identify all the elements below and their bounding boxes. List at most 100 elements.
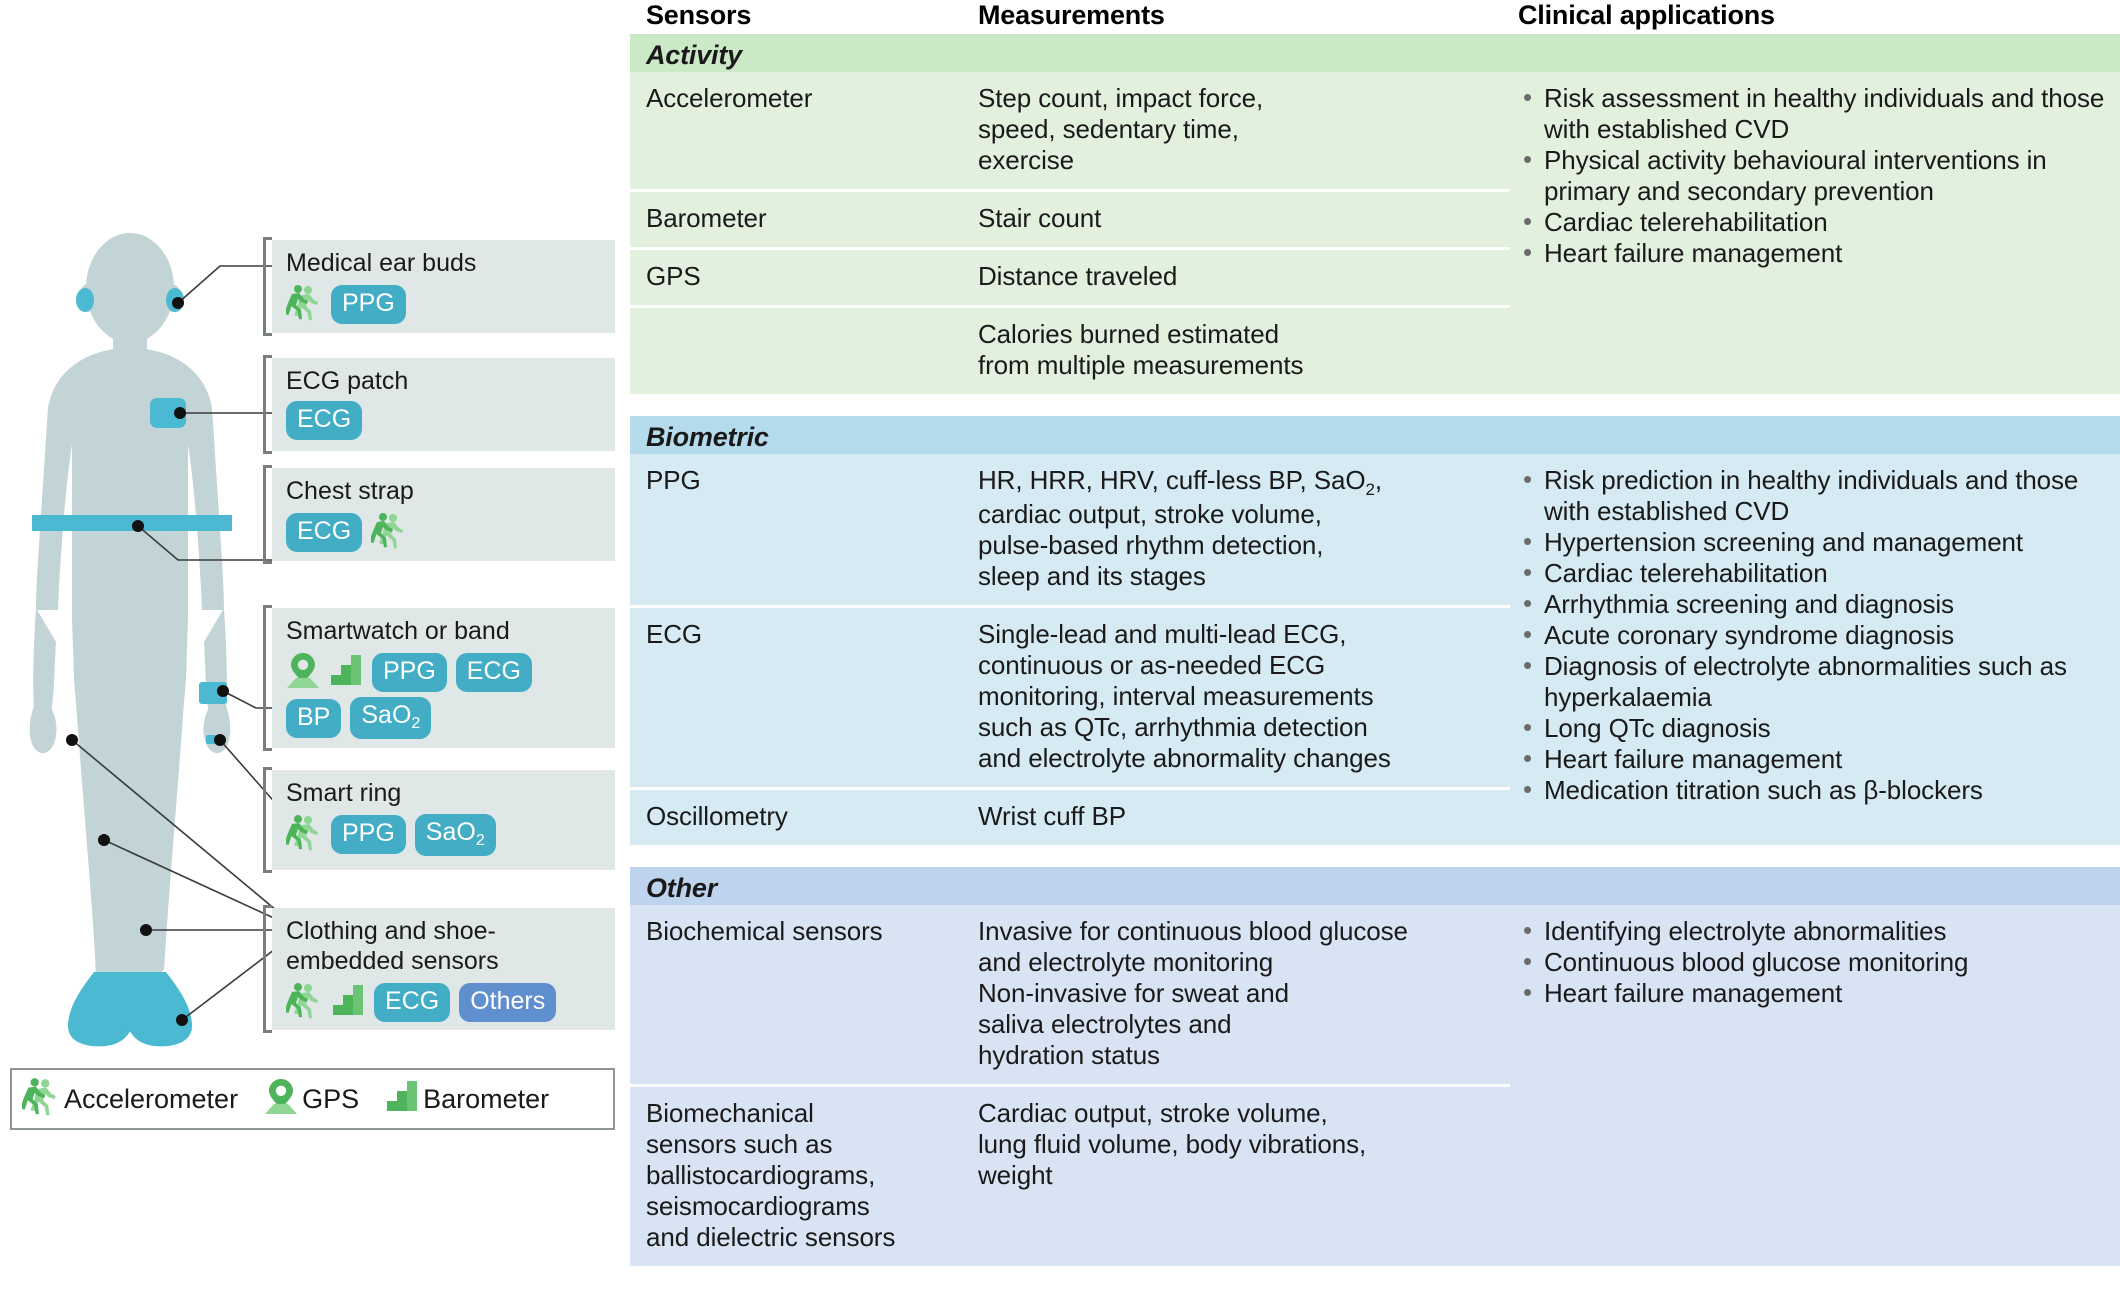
callout-badges: PPG SaO2 [272, 810, 615, 856]
section-gap [630, 394, 2120, 416]
cell-sensor: Accelerometer [646, 83, 813, 113]
callout-badges: PPG ECG [272, 648, 615, 694]
pill-ppg: PPG [331, 285, 406, 324]
column-header-measurements: Measurements [978, 0, 1165, 30]
section-rows: Accelerometer Step count, impact force, … [630, 72, 1510, 394]
cell-sensor: Biomechanical sensors such as ballistoca… [646, 1098, 896, 1252]
column-header-sensors: Sensors [646, 0, 752, 30]
section-activity: Activity Accelerometer Step count, impac… [630, 34, 2120, 394]
legend-label: Barometer [423, 1083, 550, 1114]
application-item: Acute coronary syndrome diagnosis [1520, 619, 2120, 651]
table-row: Accelerometer Step count, impact force, … [630, 72, 1510, 189]
accelerometer-runner-icon [284, 981, 322, 1024]
barometer-stairs-icon [329, 653, 363, 692]
application-item: Identifying electrolyte abnormalities [1520, 915, 2120, 947]
callout-smartwatch-or-band: Smartwatch or band PPG ECG BP SaO2 [263, 605, 615, 751]
callout-clothing-and-shoe-embedded-sensors: Clothing and shoe- embedded sensors ECG … [263, 905, 615, 1033]
cell-measurement: Calories burned estimated from multiple … [978, 319, 1304, 380]
cell-measurement: HR, HRR, HRV, cuff-less BP, SaO2, cardia… [978, 465, 1383, 591]
callout-ecg-patch: ECG patch ECG [263, 355, 615, 454]
callout-title: Clothing and shoe- embedded sensors [286, 917, 499, 975]
legend-item-gps: GPS [238, 1077, 359, 1122]
accelerometer-runner-icon [284, 283, 322, 326]
section-band-label: Biometric [630, 416, 2120, 454]
section-gap [630, 845, 2120, 867]
section-biometric: Biometric PPG HR, HRR, HRV, cuff-less BP… [630, 416, 2120, 845]
ecg-patch-device [150, 398, 186, 428]
cell-sensor: PPG [646, 465, 701, 495]
legend-item-barometer: Barometer [359, 1079, 549, 1120]
cell-measurement: Cardiac output, stroke volume, lung flui… [978, 1098, 1367, 1190]
pill-sao2: SaO2 [414, 813, 496, 856]
pill-ppg: PPG [372, 653, 447, 692]
callout-chest-strap: Chest strap ECG [263, 465, 615, 564]
table-header-row: Sensors Measurements Clinical applicatio… [630, 0, 2120, 34]
application-item: Cardiac telerehabilitation [1520, 206, 2120, 238]
callout-medical-ear-buds: Medical ear buds PPG [263, 237, 615, 336]
cell-measurement: Invasive for continuous blood glucose an… [978, 916, 1408, 1070]
cell-measurement: Step count, impact force, speed, sedenta… [978, 83, 1264, 175]
application-item: Heart failure management [1520, 237, 2120, 269]
callout-badges-second-row: BP SaO2 [272, 694, 615, 739]
callout-title: Smartwatch or band [286, 617, 510, 645]
table-row: Oscillometry Wrist cuff BP [630, 787, 1510, 845]
gps-pin-icon [286, 651, 320, 694]
accelerometer-runner-icon [19, 1076, 60, 1123]
application-item: Medication titration such as β-blockers [1520, 774, 2120, 806]
accelerometer-runner-icon [284, 813, 322, 856]
callout-badges: ECG [272, 508, 615, 554]
application-item: Long QTc diagnosis [1520, 712, 2120, 744]
cell-sensor: GPS [646, 261, 701, 291]
column-header-clinical-applications: Clinical applications [1518, 0, 1775, 30]
cell-sensor: Biochemical sensors [646, 916, 883, 946]
section-band-label: Activity [630, 34, 2120, 72]
pill-ecg: ECG [286, 513, 363, 552]
barometer-stairs-icon [331, 983, 365, 1022]
pill-bp: BP [286, 698, 342, 738]
callout-title: Chest strap [286, 477, 414, 505]
table-row: GPS Distance traveled [630, 247, 1510, 305]
callout-title: Smart ring [286, 779, 402, 807]
human-body-silhouette [29, 233, 300, 1047]
pill-others: Others [459, 983, 557, 1022]
callout-badges: PPG [272, 280, 615, 326]
application-item: Continuous blood glucose monitoring [1520, 946, 2120, 978]
application-item: Arrhythmia screening and diagnosis [1520, 588, 2120, 620]
callout-title: ECG patch [286, 367, 409, 395]
table-row: Biomechanical sensors such as ballistoca… [630, 1084, 1510, 1266]
section-other: Other Biochemical sensors Invasive for c… [630, 867, 2120, 1266]
cell-sensor: Barometer [646, 203, 767, 233]
cell-sensor: ECG [646, 619, 703, 649]
accelerometer-runner-icon [369, 511, 407, 554]
body-diagram-panel: Medical ear buds PPG ECG patch ECG Chest… [0, 0, 630, 1313]
pill-ecg: ECG [374, 983, 451, 1022]
application-item: Heart failure management [1520, 977, 2120, 1009]
cell-clinical-applications: Risk assessment in healthy individuals a… [1510, 72, 2120, 394]
cell-sensor [630, 308, 970, 394]
pill-ppg: PPG [331, 815, 406, 854]
application-item: Heart failure management [1520, 743, 2120, 775]
cell-measurement: Wrist cuff BP [978, 801, 1126, 831]
pill-ecg: ECG [455, 653, 532, 692]
chest-strap-device [32, 515, 232, 531]
section-rows: PPG HR, HRR, HRV, cuff-less BP, SaO2, ca… [630, 454, 1510, 845]
pill-sao2: SaO2 [350, 697, 432, 739]
application-item: Physical activity behavioural interventi… [1520, 144, 2120, 207]
cell-clinical-applications: Identifying electrolyte abnormalities Co… [1510, 905, 2120, 1266]
barometer-stairs-icon [385, 1079, 419, 1120]
shoe-sensors-shape [68, 972, 192, 1047]
legend-item-accelerometer: Accelerometer [12, 1076, 238, 1123]
callout-badges: ECG [272, 398, 615, 440]
legend-label: Accelerometer [64, 1083, 239, 1114]
callout-badges: ECG Others [272, 978, 615, 1024]
legend: Accelerometer GPS Barometer [10, 1068, 615, 1130]
cell-measurement: Stair count [978, 203, 1102, 233]
application-item: Risk prediction in healthy individuals a… [1520, 464, 2120, 527]
gps-pin-icon [264, 1077, 298, 1122]
torso-shape [36, 348, 224, 620]
section-band-label: Other [630, 867, 2120, 905]
callout-title: Medical ear buds [286, 249, 477, 277]
cell-measurement: Distance traveled [978, 261, 1178, 291]
leader-dots [66, 297, 229, 1026]
legend-label: GPS [302, 1083, 360, 1114]
